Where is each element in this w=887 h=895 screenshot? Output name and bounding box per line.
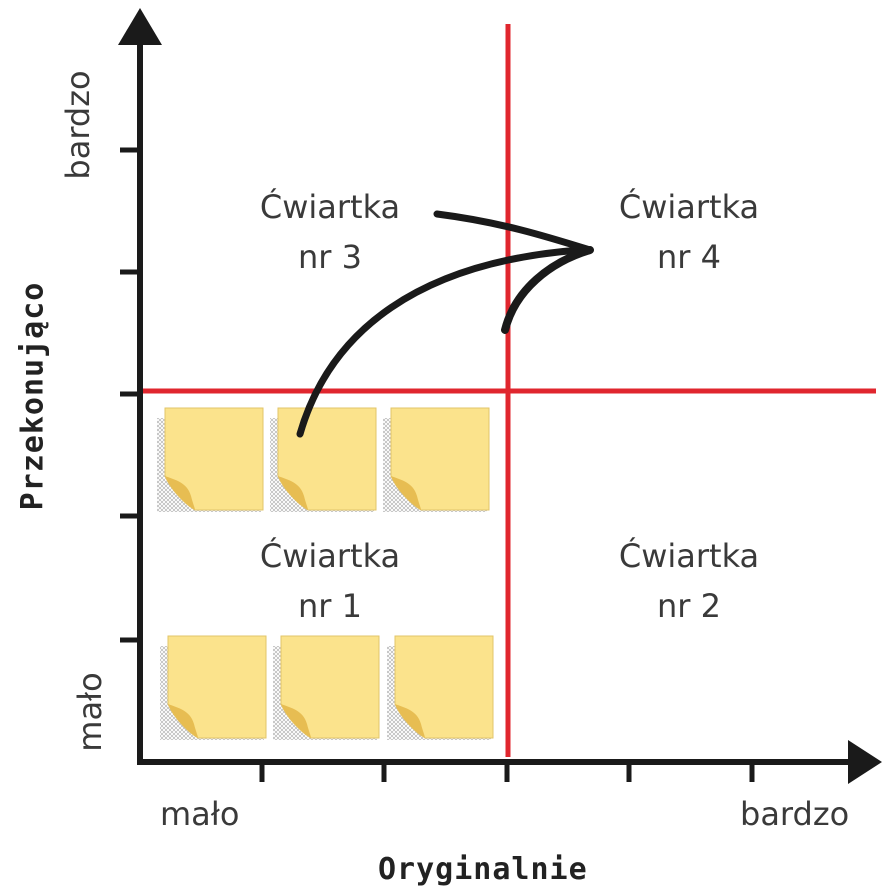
quadrant-2-label: Ćwiartka nr 2 [569,531,809,631]
note-curl [165,476,195,510]
arrowhead-upper [433,210,594,254]
sticky-note [270,407,377,512]
quadrant-1-label: Ćwiartka nr 1 [210,531,450,631]
quadrant-4-line2: nr 4 [657,238,721,276]
sticky-note [273,635,380,740]
note-curl [278,476,308,510]
quadrant-2-line2: nr 2 [657,587,721,625]
arrowhead-lower [501,246,594,334]
x-axis-arrowhead [848,740,882,784]
quadrant-4-line1: Ćwiartka [618,188,760,226]
sticky-notes [157,407,494,740]
note-curl [281,704,311,738]
x-axis-high-label: bardzo [740,795,850,833]
x-axis-title: Oryginalnie [378,852,588,887]
quadrant-3-label: Ćwiartka nr 3 [210,182,450,282]
quadrant-4-label: Ćwiartka nr 4 [569,182,809,282]
quadrant-2-line1: Ćwiartka [618,537,760,575]
y-axis-title: Przekonująco [15,281,51,511]
sticky-note [160,635,267,740]
note-curl [391,476,421,510]
y-axis-low-label: mało [71,672,109,752]
note-curl [168,704,198,738]
sticky-note [387,635,494,740]
quadrant-3-line1: Ćwiartka [259,188,401,226]
curved-arrow [296,246,584,438]
x-axis-low-label: mało [160,795,240,833]
y-axis-high-label: bardzo [59,70,97,180]
quadrant-1-line2: nr 1 [298,587,362,625]
note-curl [395,704,425,738]
quadrant-1-line1: Ćwiartka [259,537,401,575]
sticky-note [157,407,264,512]
quadrant-3-line2: nr 3 [298,238,362,276]
y-axis-arrowhead [118,8,162,45]
sticky-note [383,407,490,512]
